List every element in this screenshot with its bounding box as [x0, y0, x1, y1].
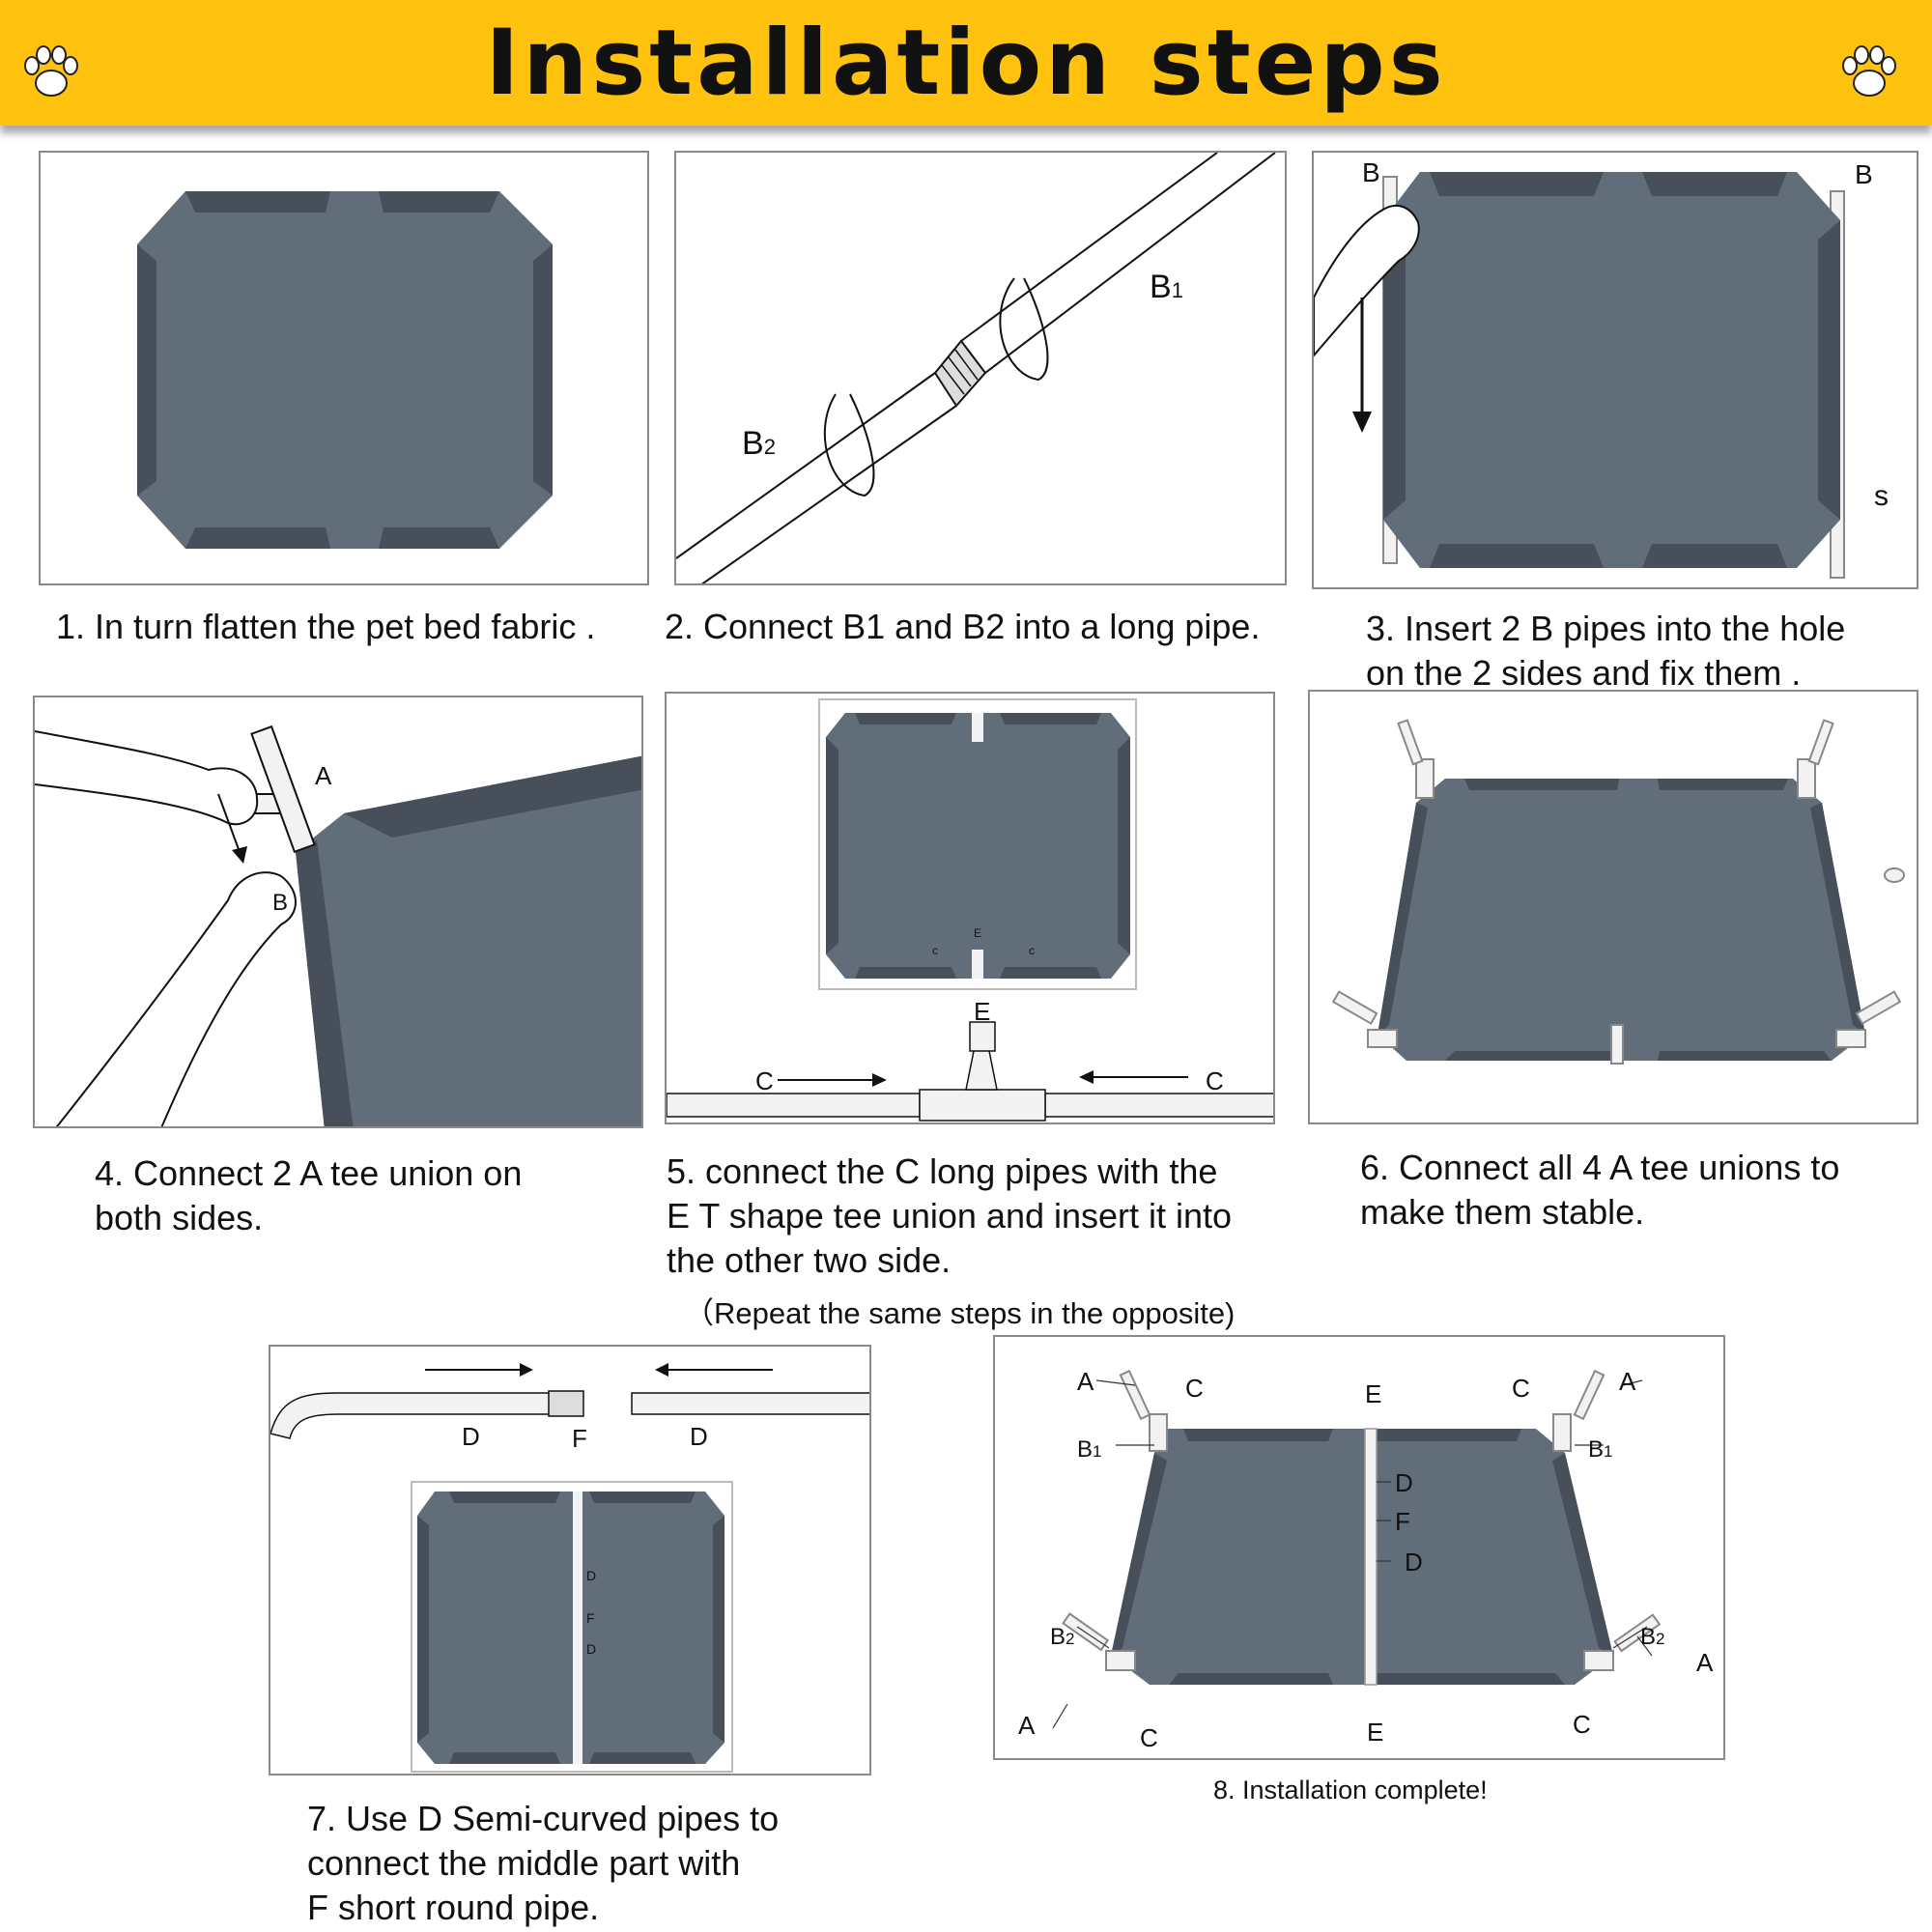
label-d-left: D	[462, 1422, 480, 1451]
arrow-icon	[1079, 1070, 1188, 1084]
step-3-caption: 3. Insert 2 B pipes into the hole on the…	[1366, 609, 1846, 693]
step-7-caption: 7. Use D Semi-curved pipes to connect th…	[307, 1799, 780, 1927]
rotate-arrow-icon	[823, 393, 875, 497]
step-4-illustration: A B	[33, 696, 643, 1128]
label-b1: B1	[1150, 269, 1183, 305]
pipe-d-right	[631, 1392, 869, 1415]
label-d-bottom: D	[1405, 1548, 1423, 1577]
label-d-top: D	[1395, 1468, 1413, 1497]
arrow-icon	[778, 1073, 887, 1087]
hand-icon	[55, 871, 297, 1126]
label-f-small: F	[586, 1610, 595, 1626]
step-5-illustration: E c c E C C	[665, 692, 1275, 1124]
label-b2-left: B2	[1050, 1624, 1074, 1650]
label-a-tl: A	[1077, 1367, 1094, 1396]
pipe-b	[250, 724, 316, 854]
step-5-note: （Repeat the same steps in the opposite)	[684, 1296, 1236, 1330]
pipe-d-left	[270, 1392, 552, 1439]
paw-icon	[1842, 45, 1896, 97]
label-f: F	[572, 1424, 587, 1453]
header-banner: Installation steps	[0, 0, 1932, 126]
label-b: B	[272, 890, 288, 916]
step-2-caption: 2. Connect B1 and B2 into a long pipe.	[665, 607, 1261, 646]
arrow-icon	[655, 1363, 773, 1377]
step-8-caption: 8. Installation complete!	[1213, 1776, 1488, 1804]
paw-icon	[24, 45, 78, 97]
step-1-illustration	[39, 151, 649, 585]
step-2-illustration: B1 B2	[674, 151, 1287, 585]
hand-icon	[35, 730, 259, 826]
label-b-left: B	[1362, 157, 1380, 187]
step-8-illustration: A C E C A B1 B1 D F D B2 B2 A A C E C	[993, 1335, 1725, 1760]
arrow-icon	[1352, 298, 1372, 433]
label-b2-right: B2	[1640, 1624, 1664, 1650]
label-a-right: A	[1696, 1648, 1714, 1677]
step-6-illustration	[1308, 690, 1918, 1124]
label-s: s	[1874, 480, 1889, 512]
label-c-bl: C	[1140, 1723, 1158, 1752]
hand-icon	[1314, 204, 1420, 357]
label-c-small-right: c	[1029, 944, 1035, 957]
label-e-small: E	[974, 926, 981, 940]
step-3-illustration: B B s	[1312, 151, 1918, 589]
pipe-b1	[960, 153, 1276, 374]
label-e: E	[974, 997, 990, 1026]
label-b-right: B	[1855, 159, 1873, 189]
step-6-caption: 6. Connect all 4 A tee unions to make th…	[1360, 1148, 1840, 1232]
label-f: F	[1395, 1507, 1410, 1536]
step-4-caption: 4. Connect 2 A tee union on both sides.	[95, 1153, 523, 1237]
pipe-d-middle	[1364, 1428, 1378, 1686]
label-b1-left: B1	[1077, 1436, 1101, 1463]
label-a-bl: A	[1018, 1711, 1036, 1740]
pipe-c-right	[1044, 1093, 1273, 1118]
step-7-illustration: D F D D F D	[269, 1345, 871, 1776]
label-c-small-left: c	[932, 944, 938, 957]
rotate-arrow-icon	[999, 277, 1049, 382]
step-1-caption: 1. In turn flatten the pet bed fabric .	[56, 607, 596, 646]
arrow-icon	[425, 1363, 533, 1377]
label-d-right: D	[690, 1422, 708, 1451]
label-d-small-top: D	[586, 1568, 596, 1583]
pipe-c-left	[667, 1093, 921, 1118]
label-c-br: C	[1573, 1710, 1591, 1739]
tee-union-e	[919, 1021, 1046, 1122]
page-title: Installation steps	[485, 11, 1447, 116]
pipe-b2	[676, 372, 957, 583]
tee-union-a	[1331, 719, 1902, 1048]
label-a: A	[315, 761, 332, 790]
label-c-left: C	[755, 1066, 774, 1095]
label-a-tr: A	[1619, 1367, 1636, 1396]
threaded-joint	[933, 339, 987, 408]
label-b2: B2	[742, 425, 776, 462]
label-c-tl: C	[1185, 1374, 1204, 1403]
arrow-icon	[217, 793, 247, 864]
label-c-tr: C	[1512, 1374, 1530, 1403]
label-e-top: E	[1365, 1379, 1381, 1408]
label-d-small-bottom: D	[586, 1641, 596, 1657]
label-c-right: C	[1206, 1066, 1224, 1095]
pipe-f	[548, 1390, 584, 1417]
label-b1-right: B1	[1588, 1436, 1612, 1463]
step-5-caption: 5. connect the C long pipes with the E T…	[667, 1151, 1233, 1280]
label-e-bottom: E	[1367, 1718, 1383, 1747]
